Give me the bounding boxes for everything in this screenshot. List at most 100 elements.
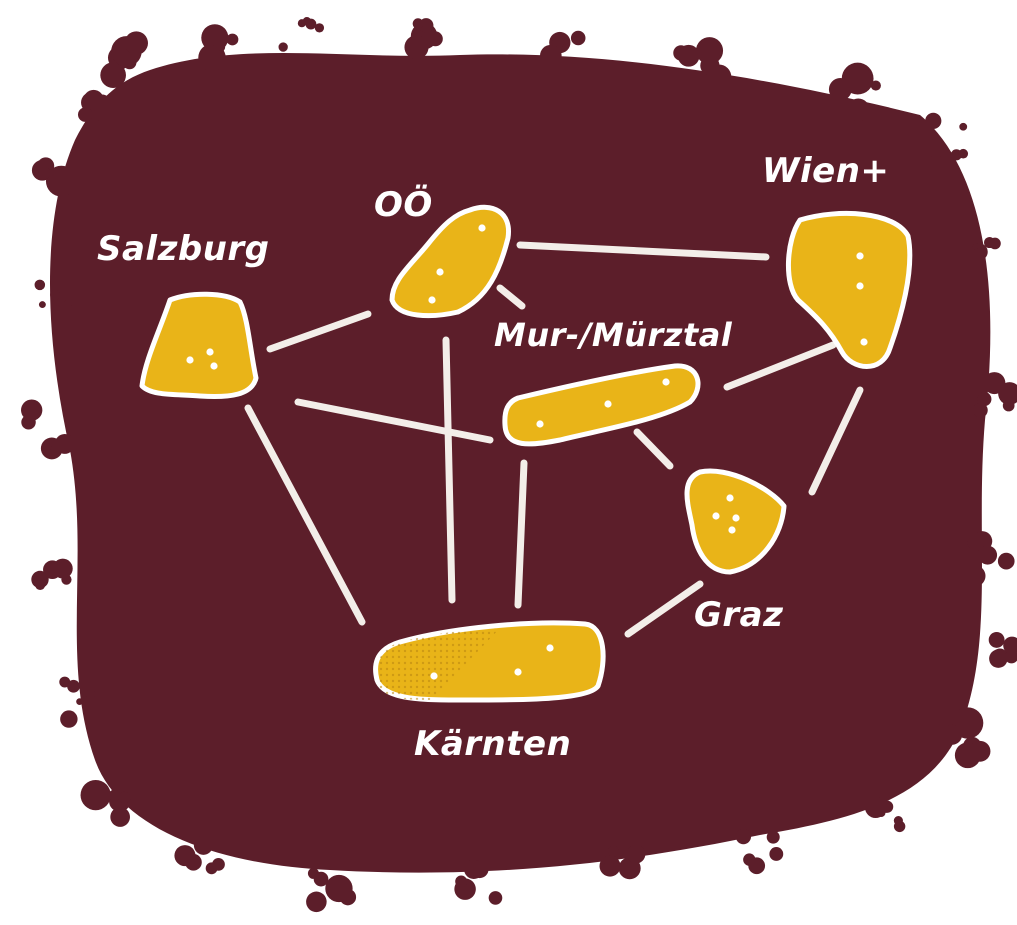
blob-speckle — [470, 860, 489, 879]
blob-speckle — [959, 122, 968, 131]
blob-speckle — [893, 816, 903, 826]
blob-speckle — [989, 237, 1001, 250]
region-graz-dot — [728, 526, 736, 534]
blob-speckle — [845, 66, 873, 94]
blob-speckle — [488, 891, 503, 905]
blob-speckle — [455, 875, 468, 888]
region-wien[interactable] — [786, 210, 913, 369]
blob-speckle — [212, 857, 225, 871]
blob-speckle — [769, 847, 784, 861]
region-salzburg-shape — [139, 291, 259, 399]
connection-ooe-mur — [496, 284, 526, 310]
blob-speckle — [570, 30, 586, 46]
region-wien-shape — [786, 210, 913, 369]
blob-speckle — [677, 44, 700, 67]
region-salzburg-dot — [206, 348, 214, 356]
label-mur-muerztal: Mur-/Mürztal — [494, 316, 733, 354]
blob-speckle — [552, 36, 564, 49]
blob-speckle — [76, 698, 83, 705]
region-salzburg[interactable] — [139, 291, 259, 399]
region-graz-dot — [712, 512, 720, 520]
blob-speckle — [540, 44, 562, 67]
blob-speckle — [983, 372, 1006, 395]
region-mur[interactable] — [502, 363, 701, 447]
blob-speckle — [958, 148, 969, 159]
connection-mur-kaernten — [514, 459, 528, 609]
blob-speckle — [313, 871, 329, 887]
blob-speckle — [110, 807, 130, 827]
blob-speckle — [404, 35, 429, 60]
blob-speckle — [972, 243, 979, 250]
blob-speckle — [626, 844, 646, 864]
region-graz[interactable] — [684, 468, 787, 575]
region-graz-dot — [732, 514, 740, 522]
region-ooe-dot — [436, 268, 444, 276]
blob-speckle — [38, 167, 51, 180]
blob-speckles — [21, 17, 1017, 913]
region-ooe[interactable] — [389, 204, 511, 319]
blob-speckle — [925, 112, 942, 129]
blob-speckle — [54, 434, 75, 454]
blob-speckle — [34, 579, 46, 590]
blob-speckle — [34, 279, 46, 291]
blob-speckle — [193, 835, 213, 855]
label-kaernten: Kärnten — [414, 724, 572, 764]
blob-speckle — [846, 98, 870, 122]
blob-speckle — [100, 62, 126, 88]
blob-speckle — [124, 31, 148, 55]
blob-speckle — [226, 33, 239, 46]
blob-speckle — [44, 442, 52, 451]
blob-speckle — [607, 845, 619, 857]
region-mur-dot — [662, 378, 670, 386]
connection-ooe-kaernten — [442, 336, 456, 604]
blob-speckle — [45, 165, 77, 197]
blob-speckle — [695, 37, 724, 65]
region-kaernten-dot — [546, 644, 554, 652]
blob-speckle — [972, 402, 988, 418]
region-kaernten-dot — [430, 672, 438, 680]
region-wien-dot — [856, 252, 864, 260]
blob-speckle — [118, 791, 131, 804]
label-ooe: OÖ — [374, 185, 433, 225]
blob-speckle — [63, 299, 72, 308]
blob-speckle — [60, 710, 78, 728]
blob-speckle — [954, 742, 981, 769]
blob-speckle — [85, 689, 96, 699]
regions — [139, 204, 913, 703]
blob-speckle — [207, 27, 228, 47]
connection-salzburg-kaernten — [244, 404, 366, 626]
blob-speckle — [735, 828, 752, 845]
blob-speckle — [977, 392, 992, 407]
blob-speckle — [603, 860, 615, 871]
blob-speckle — [52, 558, 73, 579]
region-wien-dot — [860, 338, 868, 346]
blob-speckle — [306, 891, 327, 913]
label-wien: Wien+ — [762, 151, 890, 191]
blob-speckle — [748, 857, 766, 875]
connection-salzburg-mur — [294, 398, 494, 444]
region-ooe-dot — [478, 224, 486, 232]
blob-speckle — [766, 830, 780, 844]
blob-speckle — [61, 574, 72, 585]
region-kaernten[interactable] — [373, 620, 606, 703]
region-wien-dot — [856, 282, 864, 290]
region-ooe-shape — [389, 204, 511, 319]
blob-speckle — [54, 305, 61, 312]
blob-speckle — [1002, 399, 1015, 412]
connection-mur-wien — [723, 341, 837, 391]
blob-speckle — [864, 796, 887, 819]
label-salzburg: Salzburg — [97, 229, 270, 269]
blob-speckle — [1003, 636, 1017, 655]
blob-speckle — [278, 42, 288, 52]
blob-speckle — [942, 724, 963, 745]
connection-ooe-wien — [516, 241, 770, 261]
blob-speckle — [174, 845, 196, 867]
blob-speckle — [38, 301, 46, 309]
connection-graz-kaernten — [624, 580, 704, 638]
region-salzburg-dot — [210, 362, 218, 370]
blob-speckle — [77, 107, 93, 122]
blob-speckle — [412, 18, 424, 29]
blob-speckle — [325, 874, 353, 903]
blob-speckle — [314, 23, 325, 33]
region-graz-dot — [726, 494, 734, 502]
